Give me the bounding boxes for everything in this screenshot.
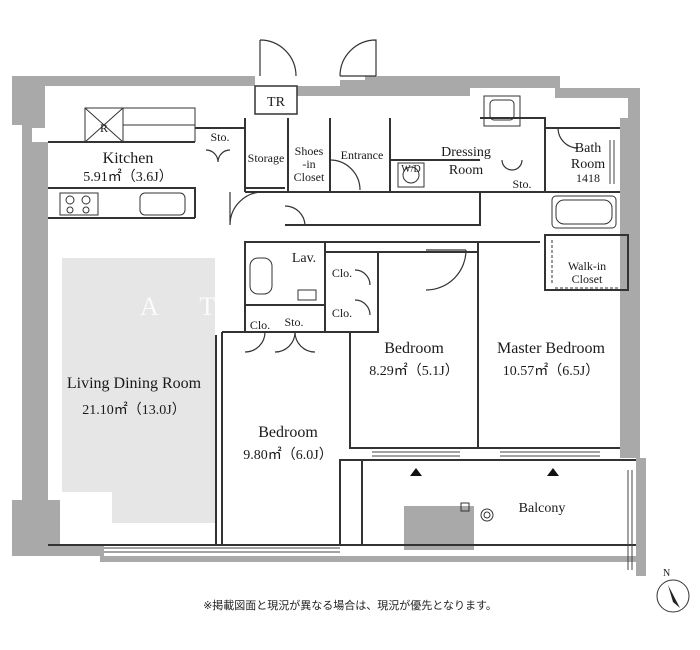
label-living: Living Dining Room: [67, 375, 202, 392]
label-master-bedroom: Master Bedroom: [497, 340, 606, 357]
disclaimer-note: ※掲載図面と現況が異なる場合は、現況が優先となります。: [203, 599, 497, 612]
living-floor-shade: [62, 258, 215, 523]
balcony-fixtures: [460, 502, 494, 522]
label-balcony: Balcony: [519, 501, 566, 516]
label-bedroom-center: Bedroom: [384, 340, 444, 357]
label-shoes-closet-2: -in: [302, 157, 315, 171]
exterior-walls: [12, 76, 646, 576]
label-storage: Storage: [248, 151, 285, 165]
label-sto-kitchen: Sto.: [210, 130, 229, 144]
label-washer: W/D: [401, 164, 420, 175]
label-tr: TR: [267, 95, 286, 110]
tr-box: [254, 85, 298, 115]
doors: [205, 39, 579, 353]
label-bath-1: Bath: [575, 141, 601, 156]
label-sto-hall: Sto.: [284, 315, 303, 329]
label-clo-hall-bottom: Clo.: [332, 306, 352, 320]
label-bath-3: 1418: [576, 171, 600, 185]
label-refrigerator: R: [100, 121, 108, 135]
sanitary-fixtures: [249, 95, 617, 301]
window-marker: [547, 468, 559, 476]
label-sto-dressing: Sto.: [512, 177, 531, 191]
label-lav: Lav.: [292, 251, 316, 266]
label-kitchen: Kitchen: [103, 150, 154, 167]
label-living-area: 21.10㎡（13.0J）: [82, 402, 185, 418]
label-clo-small: Clo.: [250, 318, 270, 332]
windows: [104, 140, 633, 570]
label-dressing-2: Room: [449, 163, 483, 178]
closet-rods: [551, 240, 620, 289]
label-wic-1: Walk-in: [568, 259, 606, 273]
label-kitchen-area: 5.91㎡（3.6J）: [83, 169, 172, 185]
label-entrance: Entrance: [341, 148, 384, 162]
compass-label: N: [663, 568, 670, 579]
interior-walls: [48, 117, 636, 546]
window-marker: [410, 468, 422, 476]
label-bedroom-center-area: 8.29㎡（5.1J）: [369, 363, 458, 379]
watermark: A T: [140, 292, 233, 321]
label-clo-hall-top: Clo.: [332, 266, 352, 280]
label-bath-2: Room: [571, 157, 605, 172]
label-shoes-closet-3: Closet: [294, 170, 325, 184]
compass-icon: N: [656, 568, 690, 613]
label-bedroom-west-area: 9.80㎡（6.0J）: [243, 447, 332, 463]
label-dressing-1: Dressing: [441, 145, 491, 160]
label-shoes-closet-1: Shoes: [295, 144, 324, 158]
label-wic-2: Closet: [572, 272, 603, 286]
kitchen-counter: [59, 107, 196, 216]
label-bedroom-west: Bedroom: [258, 424, 318, 441]
label-master-bedroom-area: 10.57㎡（6.5J）: [503, 363, 599, 379]
